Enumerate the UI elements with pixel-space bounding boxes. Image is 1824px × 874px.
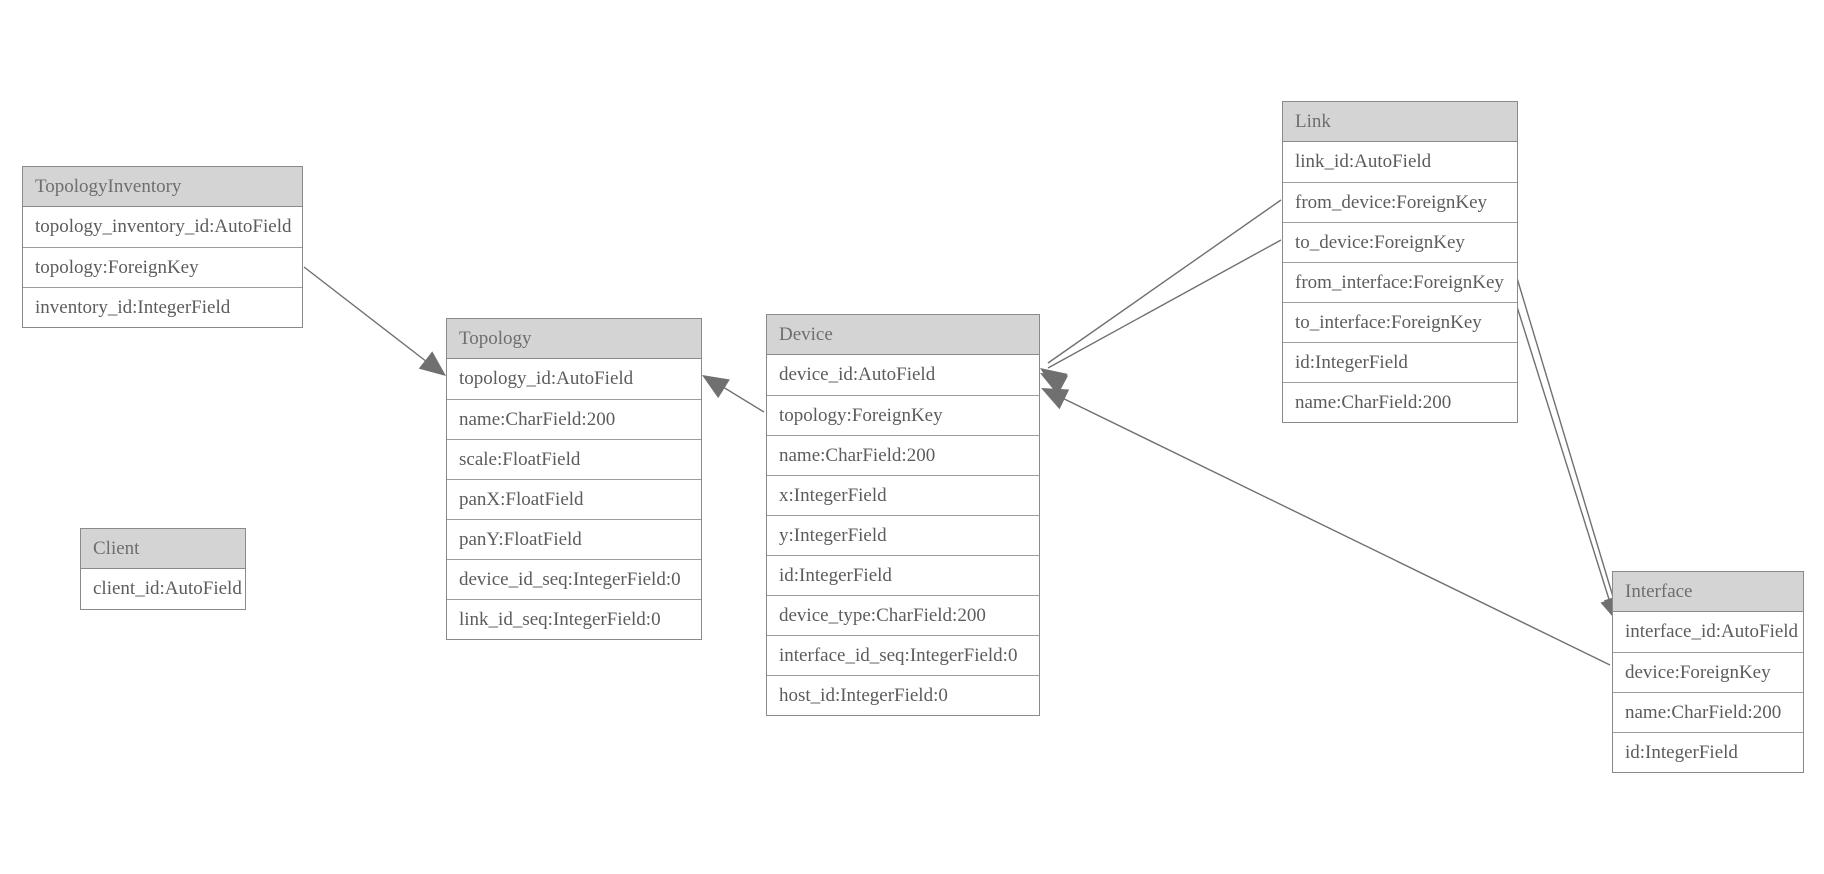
relationship-line xyxy=(1049,391,1611,666)
entity-field-row[interactable]: name:CharField:200 xyxy=(1613,692,1803,732)
relationship-line xyxy=(1047,199,1282,364)
relationship-line xyxy=(1507,277,1614,613)
entity-field-row[interactable]: topology_id:AutoField xyxy=(447,359,701,399)
entity-field-row[interactable]: from_device:ForeignKey xyxy=(1283,182,1517,222)
entity-field-row[interactable]: link_id:AutoField xyxy=(1283,142,1517,182)
entity-field-row[interactable]: device_type:CharField:200 xyxy=(767,595,1039,635)
entity-title-topology: Topology xyxy=(447,319,701,359)
entity-field-row[interactable]: name:CharField:200 xyxy=(767,435,1039,475)
entity-title-link: Link xyxy=(1283,102,1517,142)
relationship-link-to_device xyxy=(1040,239,1282,395)
entity-field-row[interactable]: id:IntegerField xyxy=(767,555,1039,595)
entity-field-row[interactable]: x:IntegerField xyxy=(767,475,1039,515)
entity-field-row[interactable]: topology_inventory_id:AutoField xyxy=(23,207,302,247)
entity-field-row[interactable]: to_device:ForeignKey xyxy=(1283,222,1517,262)
entity-field-row[interactable]: name:CharField:200 xyxy=(447,399,701,439)
entity-field-row[interactable]: link_id_seq:IntegerField:0 xyxy=(447,599,701,639)
entity-field-row[interactable]: from_interface:ForeignKey xyxy=(1283,262,1517,302)
entity-title-interface: Interface xyxy=(1613,572,1803,612)
entity-field-row[interactable]: client_id:AutoField xyxy=(81,569,245,609)
entity-field-row[interactable]: inventory_id:IntegerField xyxy=(23,287,302,327)
entity-field-row[interactable]: name:CharField:200 xyxy=(1283,382,1517,422)
relationship-arrowhead xyxy=(1041,388,1070,410)
relationship-line xyxy=(1516,277,1618,611)
relationship-link-from_device xyxy=(1040,199,1282,392)
entity-field-row[interactable]: device_id:AutoField xyxy=(767,355,1039,395)
entity-field-row[interactable]: topology:ForeignKey xyxy=(767,395,1039,435)
entity-field-row[interactable]: y:IntegerField xyxy=(767,515,1039,555)
entity-title-device: Device xyxy=(767,315,1039,355)
relationship-line xyxy=(709,378,765,413)
entity-field-row[interactable]: interface_id:AutoField xyxy=(1613,612,1803,652)
entity-field-row[interactable]: topology:ForeignKey xyxy=(23,247,302,287)
entity-title-topology_inventory: TopologyInventory xyxy=(23,167,302,207)
relationship-line xyxy=(303,266,441,373)
entity-field-row[interactable]: panX:FloatField xyxy=(447,479,701,519)
entity-field-row[interactable]: to_interface:ForeignKey xyxy=(1283,302,1517,342)
entity-field-row[interactable]: panY:FloatField xyxy=(447,519,701,559)
entity-field-row[interactable]: scale:FloatField xyxy=(447,439,701,479)
entity-field-row[interactable]: device:ForeignKey xyxy=(1613,652,1803,692)
entity-field-row[interactable]: interface_id_seq:IntegerField:0 xyxy=(767,635,1039,675)
relationship-topologyinventory-topology xyxy=(303,266,446,376)
entity-field-row[interactable]: id:IntegerField xyxy=(1283,342,1517,382)
relationship-device-topology xyxy=(702,375,765,413)
relationship-line xyxy=(1047,239,1282,369)
entity-field-row[interactable]: device_id_seq:IntegerField:0 xyxy=(447,559,701,599)
entity-title-client: Client xyxy=(81,529,245,569)
entity-field-row[interactable]: host_id:IntegerField:0 xyxy=(767,675,1039,715)
entity-field-row[interactable]: id:IntegerField xyxy=(1613,732,1803,772)
